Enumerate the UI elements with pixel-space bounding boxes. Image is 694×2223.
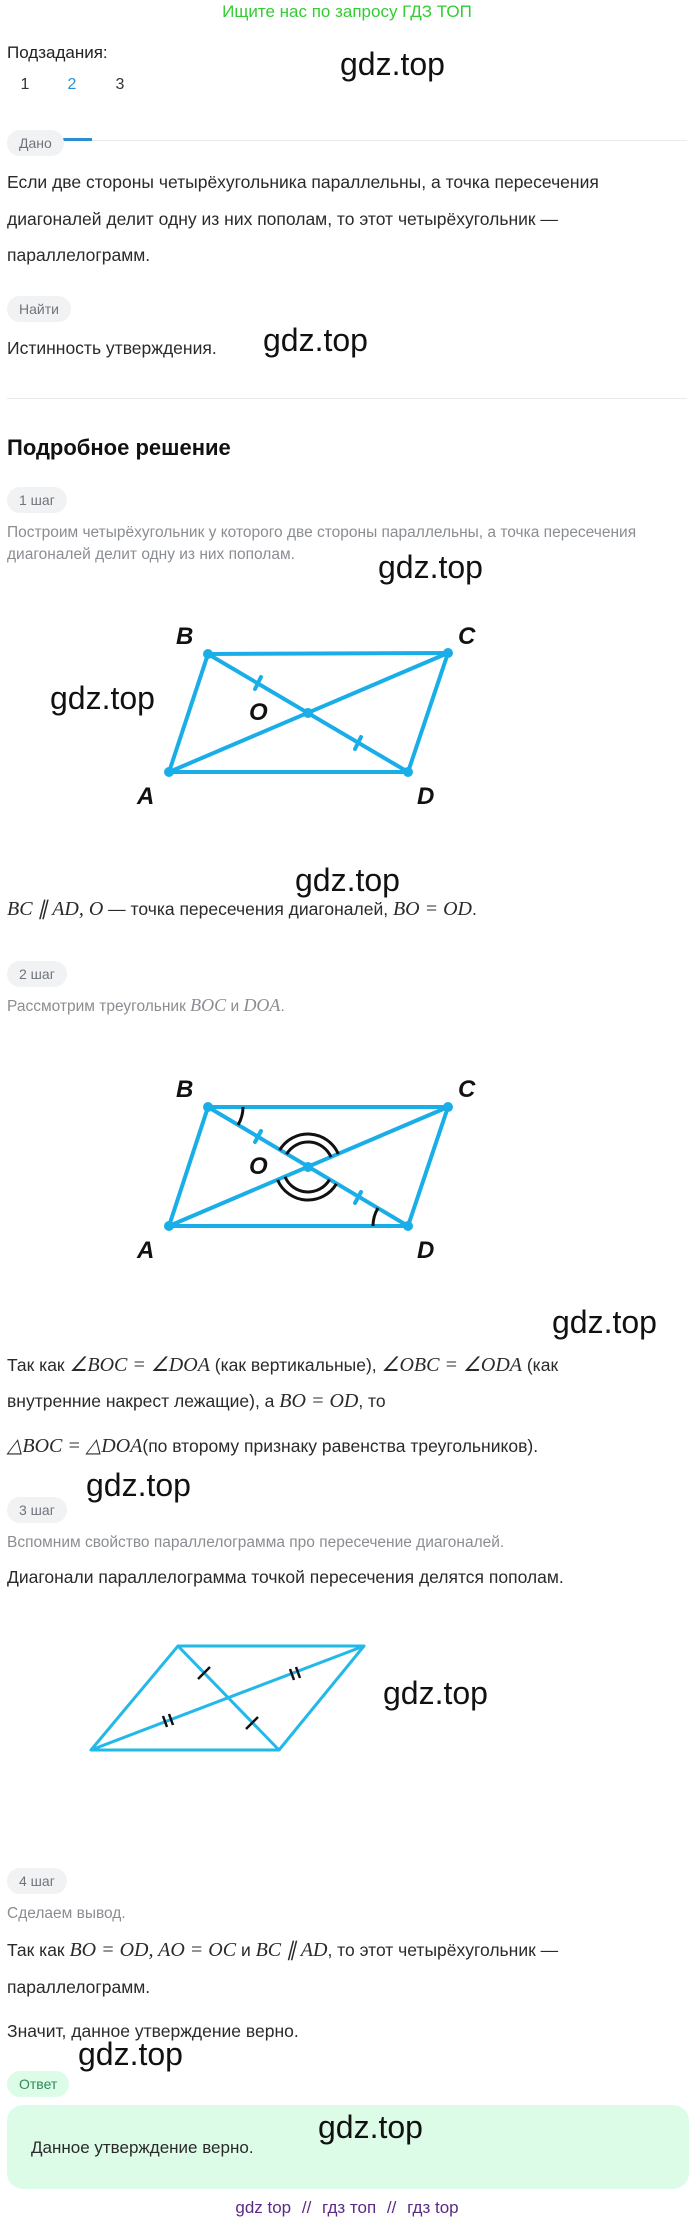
vertex-label-b: B	[176, 1076, 193, 1103]
vertex-label-d: D	[417, 783, 434, 810]
text: Так как	[7, 1940, 70, 1960]
angle-marks	[236, 1106, 380, 1227]
step-2-line: внутренние накрест лежащие), а BO = OD, …	[7, 1390, 386, 1412]
search-banner: Ищите нас по запросу ГДЗ ТОП	[222, 2, 472, 21]
step-1-hint: диагоналей делит одну из них пополам.	[7, 546, 295, 563]
text: и	[226, 998, 244, 1015]
watermark: gdz.top	[378, 549, 483, 585]
text: (как	[521, 1355, 559, 1375]
step-3-badge: 3 шаг	[7, 1497, 67, 1523]
subtask-tab-2[interactable]: 2	[67, 76, 77, 93]
step-1-badge: 1 шаг	[7, 487, 67, 513]
footer-separator: //	[386, 2198, 397, 2217]
text: .	[280, 998, 285, 1015]
step-2-line: △BOC = △DOA(по второму признаку равенств…	[7, 1435, 538, 1457]
vertex-label-o: O	[249, 1153, 268, 1180]
tabs-divider	[7, 140, 687, 141]
math: BO = OD, AO = OC	[69, 1939, 237, 1961]
vertex-label-c: C	[458, 1076, 476, 1103]
math: BO = OD	[392, 898, 472, 920]
vertex-label-d: D	[417, 1237, 434, 1264]
watermark: gdz.top	[50, 680, 155, 716]
watermark: gdz.top	[295, 862, 400, 898]
footer-links: gdz top // гдз топ // гдз top	[0, 2197, 694, 2219]
subtask-tab-3[interactable]: 3	[115, 76, 125, 93]
given-badge: Дано	[7, 130, 64, 156]
footer-link[interactable]: гдз top	[407, 2198, 459, 2217]
angle-doa-mark	[276, 1179, 338, 1202]
vertex-label-c: C	[458, 623, 476, 650]
math: BC ∥ AD	[255, 1939, 328, 1961]
parallelogram-diagram-2: B C A D O	[136, 1076, 476, 1264]
watermark: gdz.top	[340, 46, 445, 82]
text: и	[236, 1940, 256, 1960]
footer-separator: //	[301, 2198, 312, 2217]
vertex-label-b: B	[176, 623, 193, 650]
answer-text: Данное утверждение верно.	[31, 2138, 254, 2157]
watermark: gdz.top	[318, 2109, 423, 2145]
subtasks-label: Подзадания:	[7, 43, 108, 62]
angle-boc-mark	[285, 1140, 333, 1158]
angle-boc-mark	[278, 1132, 340, 1155]
math: BOC	[190, 995, 227, 1015]
footer-link[interactable]: гдз топ	[322, 2198, 377, 2217]
equal-tick	[253, 675, 263, 691]
angle-obc-mark	[236, 1106, 245, 1126]
text: , то	[358, 1391, 386, 1411]
find-badge: Найти	[7, 296, 71, 322]
parallelogram-diagram-3	[89, 1644, 366, 1752]
given-line: Если две стороны четырёхугольника паралл…	[7, 172, 599, 192]
step-2-badge: 2 шаг	[7, 961, 67, 987]
watermark: gdz.top	[86, 1467, 191, 1503]
watermark: gdz.top	[383, 1675, 488, 1711]
step-4-badge: 4 шаг	[7, 1868, 67, 1894]
watermark: gdz.top	[263, 322, 368, 358]
answer-badge: Ответ	[7, 2071, 70, 2097]
given-line: диагоналей делит одну из них пополам, то…	[7, 209, 558, 229]
step-3-text: Диагонали параллелограмма точкой пересеч…	[7, 1567, 564, 1587]
vertex-label-o: O	[249, 699, 268, 726]
watermark: gdz.top	[78, 2036, 183, 2072]
vertex-label-a: A	[136, 1237, 154, 1264]
math: ∠OBC = ∠ODA	[381, 1354, 522, 1376]
given-line: параллелограмм.	[7, 245, 151, 265]
find-text: Истинность утверждения.	[7, 338, 217, 358]
vertex-label-a: A	[136, 783, 154, 810]
solution-title: Подробное решение	[7, 435, 231, 460]
math: BC ∥ AD, O	[7, 898, 104, 920]
text: — точка пересечения диагоналей,	[103, 899, 393, 919]
step-4-hint: Сделаем вывод.	[7, 1905, 126, 1922]
text: (как вертикальные),	[209, 1355, 382, 1375]
text: Рассмотрим треугольник	[7, 998, 191, 1015]
text: , то этот четырёхугольник —	[327, 1940, 559, 1960]
step-2-hint: Рассмотрим треугольник BOC и DOA.	[7, 995, 285, 1017]
subtask-tab-1[interactable]: 1	[20, 76, 30, 93]
equal-tick	[353, 735, 363, 751]
math: ∠BOC = ∠DOA	[69, 1354, 210, 1376]
section-divider	[7, 398, 687, 399]
step-1-hint: Построим четырёхугольник у которого две …	[7, 524, 637, 541]
parallelogram-diagram-1: B C A D O	[136, 623, 476, 810]
step-3-hint: Вспомним свойство параллелограмма про пе…	[7, 1534, 505, 1551]
step-4-line: параллелограмм.	[7, 1977, 151, 1997]
conclusion: Значит, данное утверждение верно.	[7, 2021, 299, 2041]
step-2-line: Так как ∠BOC = ∠DOA (как вертикальные), …	[7, 1354, 558, 1376]
text: внутренние накрест лежащие), а	[7, 1391, 280, 1411]
footer-link[interactable]: gdz top	[235, 2198, 292, 2217]
text: Так как	[7, 1355, 70, 1375]
active-tab-underline	[52, 138, 92, 141]
math: DOA	[243, 995, 281, 1015]
step-4-line: Так как BO = OD, AO = OC и BC ∥ AD, то э…	[7, 1939, 558, 1961]
text: .	[472, 899, 477, 919]
step-1-statement: BC ∥ AD, O — точка пересечения диагонале…	[7, 898, 477, 920]
text: (по второму признаку равенства треугольн…	[142, 1436, 539, 1456]
watermark: gdz.top	[552, 1304, 657, 1340]
answer-box: Данное утверждение верно.	[7, 2105, 689, 2189]
angle-doa-mark	[283, 1176, 331, 1194]
math: △BOC = △DOA	[7, 1435, 143, 1457]
angle-oda-mark	[371, 1207, 380, 1227]
math: BO = OD	[279, 1390, 359, 1412]
